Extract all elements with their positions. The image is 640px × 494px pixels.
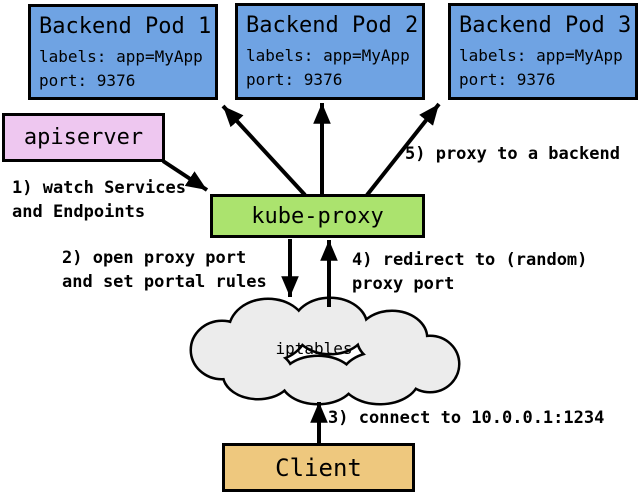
pod-title: Backend Pod 3 [459,13,632,38]
iptables-cloud-shape [189,296,461,406]
arrow-kubeproxy-to-pod1 [221,104,307,197]
annotation-step4-redirect: 4) redirect to (random) proxy port [352,250,588,294]
annotation-step5-proxy-backend: 5) proxy to a backend [405,144,620,164]
pod-title: Backend Pod 1 [39,14,212,39]
backend-pod-1: Backend Pod 1 labels: app=MyApp port: 93… [28,4,218,100]
kube-proxy-label: kube-proxy [251,203,384,229]
pod-title: Backend Pod 2 [246,13,419,38]
client-label: Client [275,453,362,482]
arrow-apiserver-to-kubeproxy [161,159,209,192]
apiserver-node: apiserver [2,113,165,162]
client-node: Client [222,443,415,492]
backend-pod-3: Backend Pod 3 labels: app=MyApp port: 93… [448,3,638,100]
arrow-kubeproxy-to-pod3 [365,102,441,197]
apiserver-label: apiserver [23,125,144,150]
iptables-label: iptables [275,339,353,358]
kube-proxy-node: kube-proxy [210,194,425,238]
pod-port-line: port: 9376 [39,71,136,90]
pod-port-line: port: 9376 [459,70,556,89]
pod-labels-line: labels: app=MyApp [246,46,410,65]
backend-pod-2: Backend Pod 2 labels: app=MyApp port: 93… [235,3,425,100]
annotation-step1-watch-services: 1) watch Services and Endpoints [12,178,186,222]
pod-labels-line: labels: app=MyApp [459,46,623,65]
pod-labels-line: labels: app=MyApp [39,47,203,66]
pod-port-line: port: 9376 [246,70,343,89]
annotation-step2-open-proxy-port: 2) open proxy port and set portal rules [62,248,267,292]
annotation-step3-connect: 3) connect to 10.0.0.1:1234 [328,408,605,428]
